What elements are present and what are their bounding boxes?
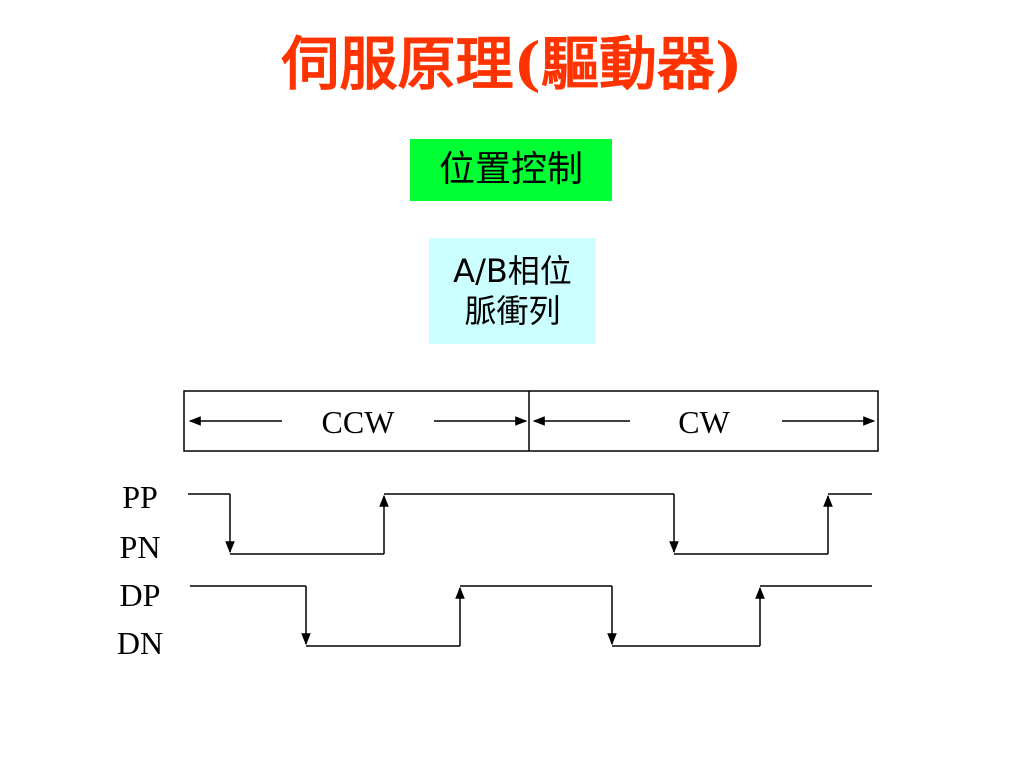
ab-phase-pulse-label: A/B相位 脈衝列	[429, 238, 596, 344]
signal-label-pn: PN	[120, 529, 161, 565]
dp-dn-waveform	[190, 585, 872, 647]
pp-pn-waveform	[188, 493, 872, 555]
page-title: 伺服原理(驅動器)	[281, 30, 743, 98]
cw-label: CW	[678, 404, 730, 440]
direction-box-frame	[183, 390, 879, 452]
ccw-label: CCW	[322, 404, 396, 440]
signal-label-pp: PP	[122, 479, 158, 515]
signal-label-dn: DN	[117, 625, 163, 661]
signal-label-dp: DP	[120, 577, 161, 613]
position-control-label: 位置控制	[410, 139, 612, 201]
ab-phase-label-line2: 脈衝列	[464, 292, 561, 330]
ab-phase-label-line1: A/B相位	[453, 252, 572, 290]
direction-box: CCW CW	[183, 390, 879, 452]
